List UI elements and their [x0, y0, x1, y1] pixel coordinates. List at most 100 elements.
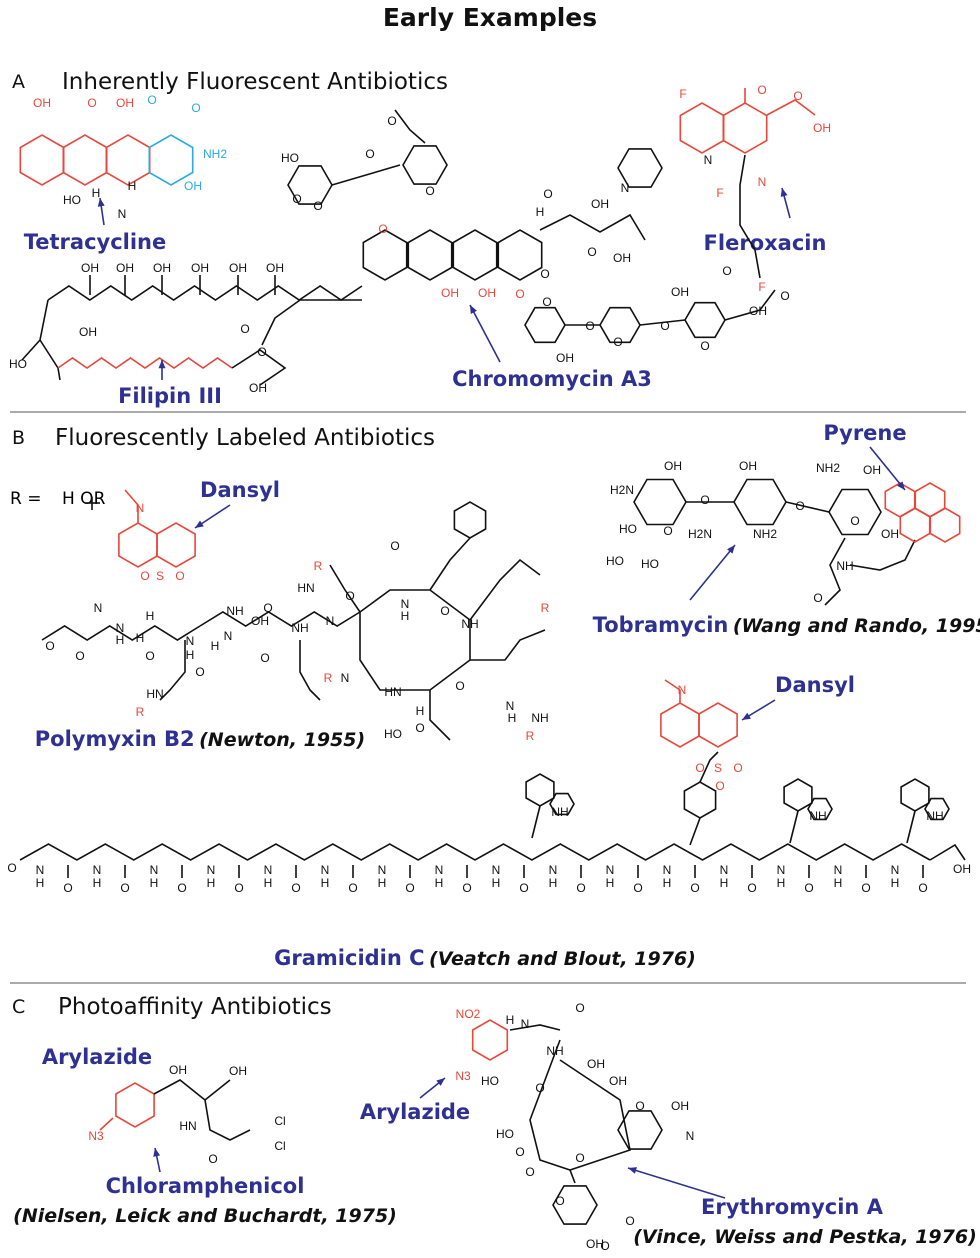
atom-label: N3 [88, 1129, 104, 1143]
atom-label: R [541, 601, 550, 615]
section-c-heading: Photoaffinity Antibiotics [58, 994, 332, 1020]
atom-label: N [492, 863, 501, 877]
atom-label: O [240, 322, 249, 336]
tetracycline-ring [62, 134, 108, 186]
atom-label: O [576, 881, 585, 895]
tobramycin-label: Tobramycin [593, 613, 729, 637]
polymyxin-label: Polymyxin B2 [35, 727, 195, 751]
atom-label: OH [266, 261, 284, 275]
atom-label: H2N [610, 483, 634, 497]
atom-label: OH [153, 261, 171, 275]
atom-label: O [918, 881, 927, 895]
section-c-letter: C [12, 996, 25, 1018]
atom-label: N [720, 863, 729, 877]
atom-label: O [440, 604, 449, 618]
atom-label: H [506, 1013, 515, 1027]
chromomycin-label: Chromomycin A3 [452, 367, 652, 391]
sugar-ring [617, 1110, 663, 1150]
arrowhead-icon [727, 545, 735, 554]
atom-label: O [145, 649, 154, 663]
bond-chain [429, 690, 451, 741]
bond-chain [689, 817, 701, 846]
atom-label: O [795, 499, 804, 513]
atom-label: N [326, 614, 335, 628]
piperazine-ring [617, 148, 663, 188]
arrowhead-icon [470, 305, 477, 314]
polymyxin-caption: Polymyxin B2 (Newton, 1955) [35, 727, 365, 751]
tobramycin-caption: Tobramycin (Wang and Rando, 1995) [593, 613, 980, 637]
sugar-ring [524, 306, 566, 344]
chloramphenicol-label: Chloramphenicol [106, 1174, 305, 1198]
atom-label: O [813, 591, 822, 605]
atom-label: S [156, 569, 164, 583]
atom-label: O [175, 569, 184, 583]
atom-label: NH2 [816, 461, 840, 475]
arrowhead-icon [897, 481, 905, 490]
atom-label: HN [179, 1119, 196, 1133]
bond-chain [41, 625, 201, 641]
bond-chain [153, 1079, 231, 1102]
indole-ring [783, 778, 813, 812]
atom-label: OH [586, 1237, 604, 1251]
atom-label: O [291, 881, 300, 895]
dansyl-ring [156, 522, 196, 568]
atom-label: HN [384, 685, 401, 699]
atom-label: O [515, 287, 524, 301]
sugar-ring [684, 301, 726, 339]
fleroxacin-label: Fleroxacin [704, 231, 827, 255]
atom-label: O [378, 222, 387, 236]
bond-chain [99, 1117, 114, 1131]
arrow-line [469, 304, 501, 363]
atom-label: NH [926, 809, 943, 823]
atom-label: OH [749, 304, 767, 318]
gramicidin-caption: Gramicidin C (Veatch and Blout, 1976) [274, 946, 696, 970]
atom-label: OH [81, 261, 99, 275]
pyrene-label: Pyrene [823, 421, 906, 445]
atom-label: O [260, 651, 269, 665]
atom-label: O [292, 192, 301, 206]
atom-label: O [757, 83, 766, 97]
atom-label: O [345, 589, 354, 603]
dansyl-ring [660, 702, 700, 748]
atom-label: OH [184, 179, 202, 193]
atom-label: O [75, 649, 84, 663]
pointer-arrows [97, 187, 906, 1199]
atom-label: N [704, 153, 713, 167]
aryl-ring [471, 1019, 509, 1061]
atom-label: N [663, 863, 672, 877]
arrowhead-icon [195, 520, 204, 528]
atom-label: HO [606, 554, 624, 568]
atom-label: OH [813, 121, 831, 135]
figure-title: Early Examples [383, 3, 597, 32]
bond-chain [824, 537, 846, 606]
atom-label: N [118, 207, 127, 221]
bond-chain [639, 319, 686, 326]
bond-chain [699, 751, 719, 783]
atom-label: H [36, 876, 45, 890]
atom-label: O [700, 493, 709, 507]
atom-label: H [606, 876, 615, 890]
atom-label: OH [863, 463, 881, 477]
atom-label: O [63, 881, 72, 895]
atom-label: H [116, 633, 125, 647]
atom-label: H [435, 876, 444, 890]
atom-label: O [120, 881, 129, 895]
chromomycin-ring [362, 229, 408, 281]
atom-label: NH [226, 604, 243, 618]
atom-label: R [314, 559, 323, 573]
atom-label: NH [809, 809, 826, 823]
atom-label: HN [146, 687, 163, 701]
atom-label: O [635, 1099, 644, 1113]
gramicidin-citation: (Veatch and Blout, 1976) [429, 948, 696, 970]
atom-label: O [147, 93, 156, 107]
arrowhead-icon [158, 360, 166, 369]
bond-chain [739, 154, 761, 279]
arylazide-label: Arylazide [360, 1100, 470, 1124]
sugar-ring [402, 145, 448, 185]
atom-label: H [401, 609, 410, 623]
atom-label: O [462, 881, 471, 895]
atom-label: R [136, 705, 145, 719]
atom-label: H [720, 876, 729, 890]
atom-label: O [804, 881, 813, 895]
